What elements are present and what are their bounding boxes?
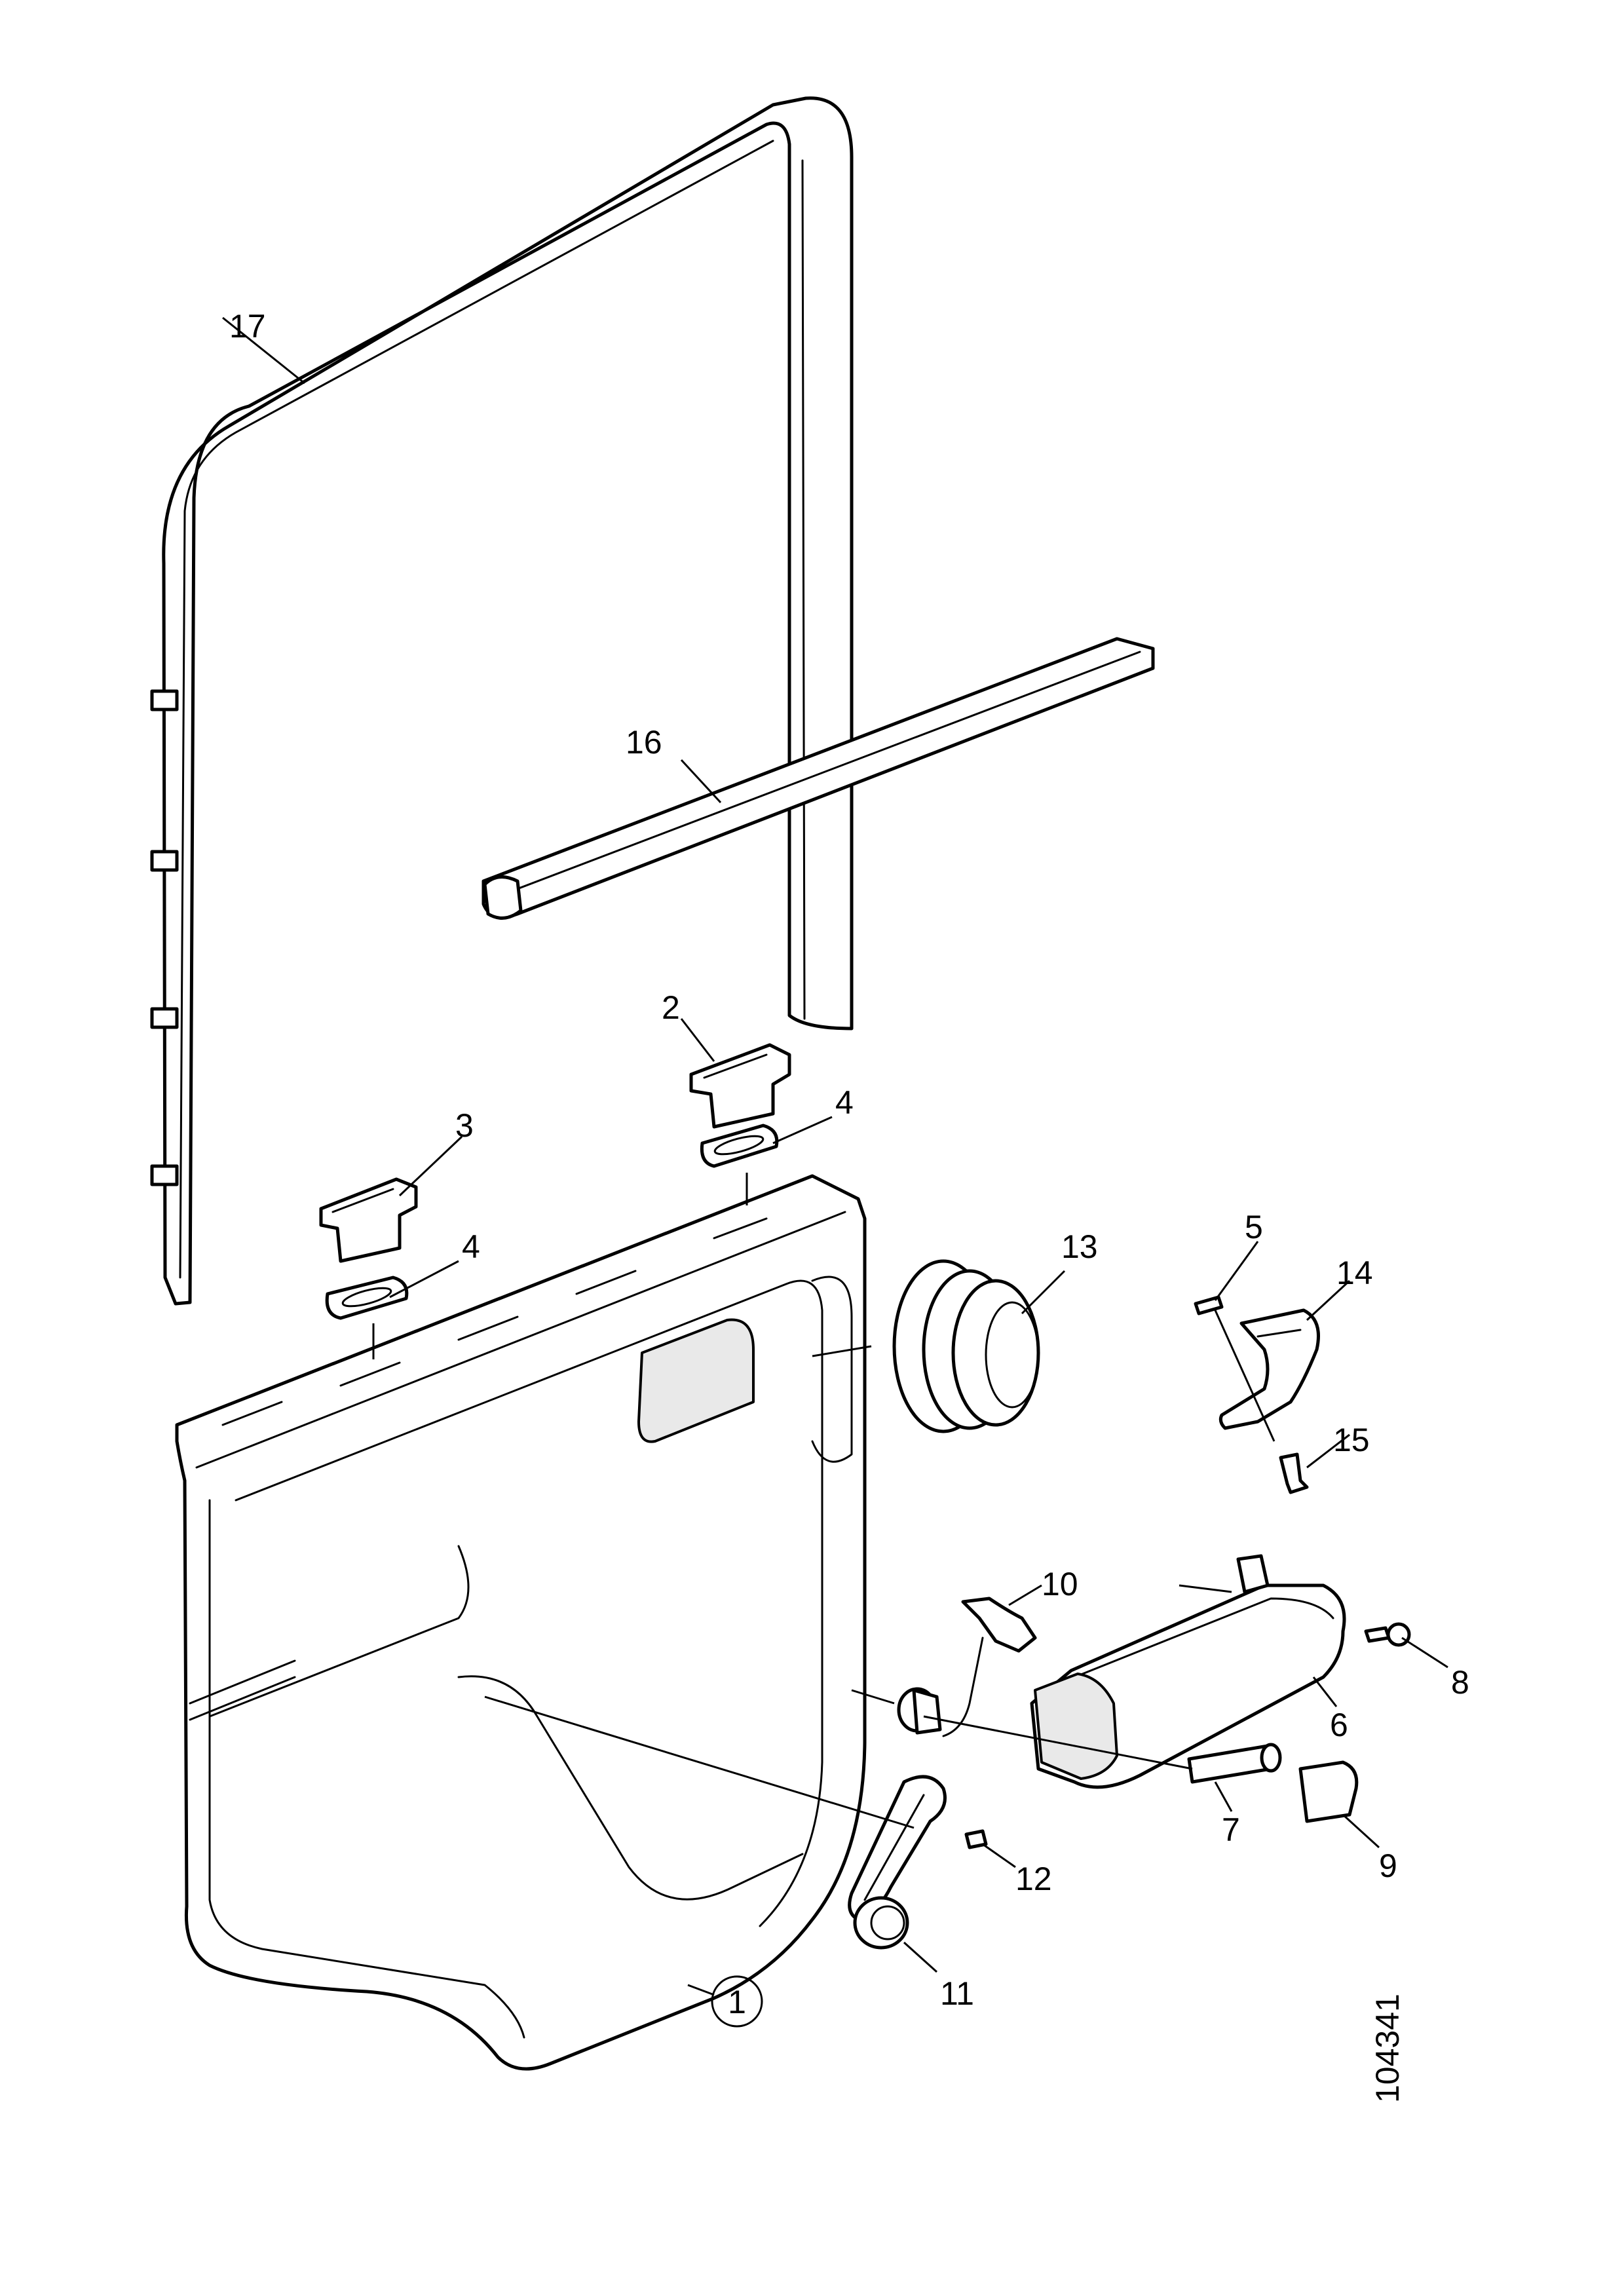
callout-11: 11	[940, 1975, 974, 2012]
bracket-10	[897, 1597, 1037, 1737]
seal-4-upper	[700, 1124, 779, 1168]
callout-16: 16	[626, 724, 662, 761]
callout-7: 7	[1222, 1811, 1240, 1848]
top-slots	[221, 1217, 768, 1426]
callout-9: 9	[1379, 1847, 1397, 1884]
callout-14: 14	[1336, 1255, 1373, 1291]
callout-12: 12	[1015, 1861, 1052, 1897]
switch-bezel-3	[319, 1177, 418, 1263]
door-panel-1	[175, 1174, 867, 2071]
armrest-6	[1030, 1554, 1346, 1789]
window-seal-17	[150, 96, 854, 1306]
clip-5	[1194, 1295, 1224, 1315]
callout-2: 2	[662, 989, 680, 1026]
cover-14	[1218, 1308, 1320, 1430]
leader-lines	[222, 316, 1448, 1996]
waist-strip-16	[482, 637, 1155, 920]
callout-4-lower: 4	[462, 1228, 480, 1265]
callout-1-text: 1	[728, 1984, 746, 2020]
screw-12	[964, 1829, 988, 1849]
screw-8	[1364, 1622, 1411, 1647]
callout-5: 5	[1245, 1209, 1263, 1245]
figure-number: 104341	[1369, 1994, 1406, 2103]
pin-7	[1187, 1743, 1282, 1784]
callout-4-upper: 4	[835, 1084, 854, 1121]
callout-3: 3	[455, 1107, 474, 1144]
callout-1: 1	[711, 1975, 763, 2028]
callout-13: 13	[1061, 1228, 1098, 1265]
cap-9	[1298, 1760, 1359, 1823]
seal-4-lower	[325, 1276, 409, 1320]
switch-bezel-2	[689, 1043, 791, 1129]
screw-15	[1279, 1452, 1309, 1494]
callout-6: 6	[1330, 1707, 1348, 1743]
callout-15: 15	[1333, 1422, 1370, 1458]
callout-labels: 17 16 2 4 3 4 13 5 14 15 10 8 6 7 9 12 1…	[229, 308, 1469, 2028]
callout-17: 17	[229, 308, 266, 345]
speaker-grommet-13	[892, 1259, 1040, 1433]
callout-10: 10	[1042, 1566, 1078, 1602]
callout-8: 8	[1451, 1664, 1469, 1701]
seal-clips	[150, 689, 179, 1186]
crank-handle-11	[848, 1775, 947, 1950]
